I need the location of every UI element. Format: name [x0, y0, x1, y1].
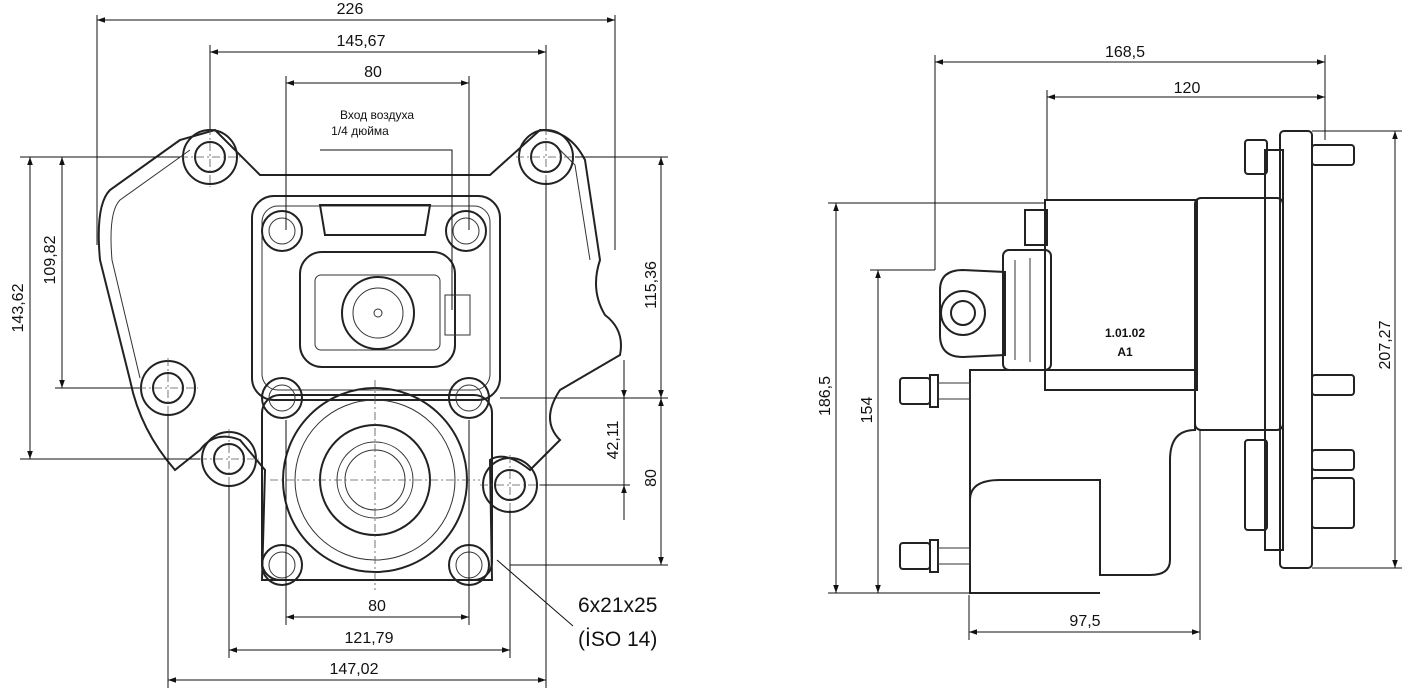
screw	[261, 377, 303, 419]
screw	[261, 544, 303, 586]
dimension-label: 154	[859, 397, 876, 424]
studs	[1244, 139, 1355, 531]
dimension-80-right: 80	[643, 398, 664, 565]
dimension-label: 121,79	[345, 630, 394, 647]
flange-inner-edge	[110, 149, 191, 379]
mounting-ear	[939, 268, 1006, 359]
bolt-lower	[899, 539, 971, 573]
air-inlet-size-label: 1/4 дюйма	[331, 124, 389, 138]
dimension-109-82: 109,82	[42, 157, 65, 388]
valve-module-fins	[1014, 258, 1031, 362]
air-inlet-label: Вход воздуха	[340, 108, 414, 122]
dimension-97-5: 97,5	[969, 613, 1200, 635]
dimension-115-36: 115,36	[643, 157, 664, 398]
dimension-143-62: 143,62	[10, 157, 33, 459]
dimension-207-27: 207,27	[1377, 131, 1398, 568]
extension-lines-side	[828, 55, 1402, 640]
dimension-226: 226	[97, 1, 615, 23]
flange-inner-edge-right	[554, 144, 591, 261]
dimension-label: 147,02	[330, 661, 379, 678]
valve-port	[341, 276, 415, 350]
bolt-upper	[899, 374, 971, 408]
dimension-186-5: 186,5	[817, 203, 839, 593]
screw	[448, 377, 490, 419]
dimension-label: 186,5	[817, 376, 834, 416]
screw	[445, 210, 487, 252]
valve-housing	[251, 195, 501, 401]
dimension-label: 226	[337, 1, 364, 18]
pto-lower-body	[261, 394, 493, 581]
extension-lines	[20, 15, 668, 688]
mounting-flange-outline	[97, 128, 622, 581]
valve-cap	[1024, 209, 1048, 246]
pto-housing	[1194, 197, 1284, 431]
mounting-plate	[1279, 130, 1313, 569]
air-inlet-leader	[320, 149, 453, 310]
shaft-spec-leader	[496, 559, 574, 627]
dimension-label: 168,5	[1105, 44, 1145, 61]
dimension-label: 143,62	[10, 283, 27, 332]
dimension-120: 120	[1047, 80, 1325, 100]
dimension-label: 80	[643, 469, 660, 487]
screw	[261, 210, 303, 252]
shaft-spec-label: 6x21x25	[578, 594, 657, 617]
air-inlet-fitting	[444, 294, 471, 336]
air-inlet-slot	[318, 204, 432, 236]
valve-port-inner	[352, 287, 404, 339]
side-view: 1.01.02 A1 168,5 120 207,27 186,5 154 97…	[817, 44, 1402, 640]
dimension-label: 80	[368, 598, 386, 615]
dimension-42-11: 42,11	[605, 360, 627, 520]
front-view: 226 145,67 80 143,62 109,82 115,36 42,11	[10, 1, 668, 688]
dimension-label: 120	[1174, 80, 1201, 97]
dimension-label: 42,11	[605, 420, 622, 459]
dimension-121-79: 121,79	[229, 630, 510, 653]
center-lines	[138, 127, 576, 590]
valve-module-inner	[314, 274, 441, 351]
part-marking-variant: A1	[1117, 345, 1133, 359]
ear-hole-inner	[950, 300, 976, 326]
valve-port-center	[373, 308, 383, 318]
part-marking: 1.01.02	[1105, 326, 1145, 340]
dimension-80-top: 80	[286, 64, 469, 86]
valve-module	[299, 251, 456, 368]
dimension-147-02: 147,02	[168, 661, 546, 683]
flange-bolt-holes	[140, 129, 574, 513]
ear-hole	[940, 290, 986, 336]
dimension-label: 145,67	[337, 33, 386, 50]
shaft-spec-note: 6x21x25 (İSO 14)	[496, 559, 657, 651]
dimension-145-67: 145,67	[210, 33, 546, 55]
dimension-label: 80	[364, 64, 382, 81]
dimension-label: 109,82	[42, 235, 59, 284]
dimension-label: 97,5	[1069, 613, 1100, 630]
valve-module-side	[1002, 249, 1052, 371]
dimension-label: 115,36	[643, 261, 660, 309]
pto-lower-housing	[969, 369, 1196, 593]
valve-body	[1044, 199, 1198, 391]
dimension-80-bottom: 80	[286, 598, 469, 620]
dimension-168-5: 168,5	[935, 44, 1325, 65]
dimension-label: 207,27	[1377, 320, 1394, 369]
dimension-154: 154	[859, 270, 881, 593]
shaft-standard-label: (İSO 14)	[578, 628, 657, 651]
air-inlet-note: Вход воздуха 1/4 дюйма	[320, 108, 453, 310]
